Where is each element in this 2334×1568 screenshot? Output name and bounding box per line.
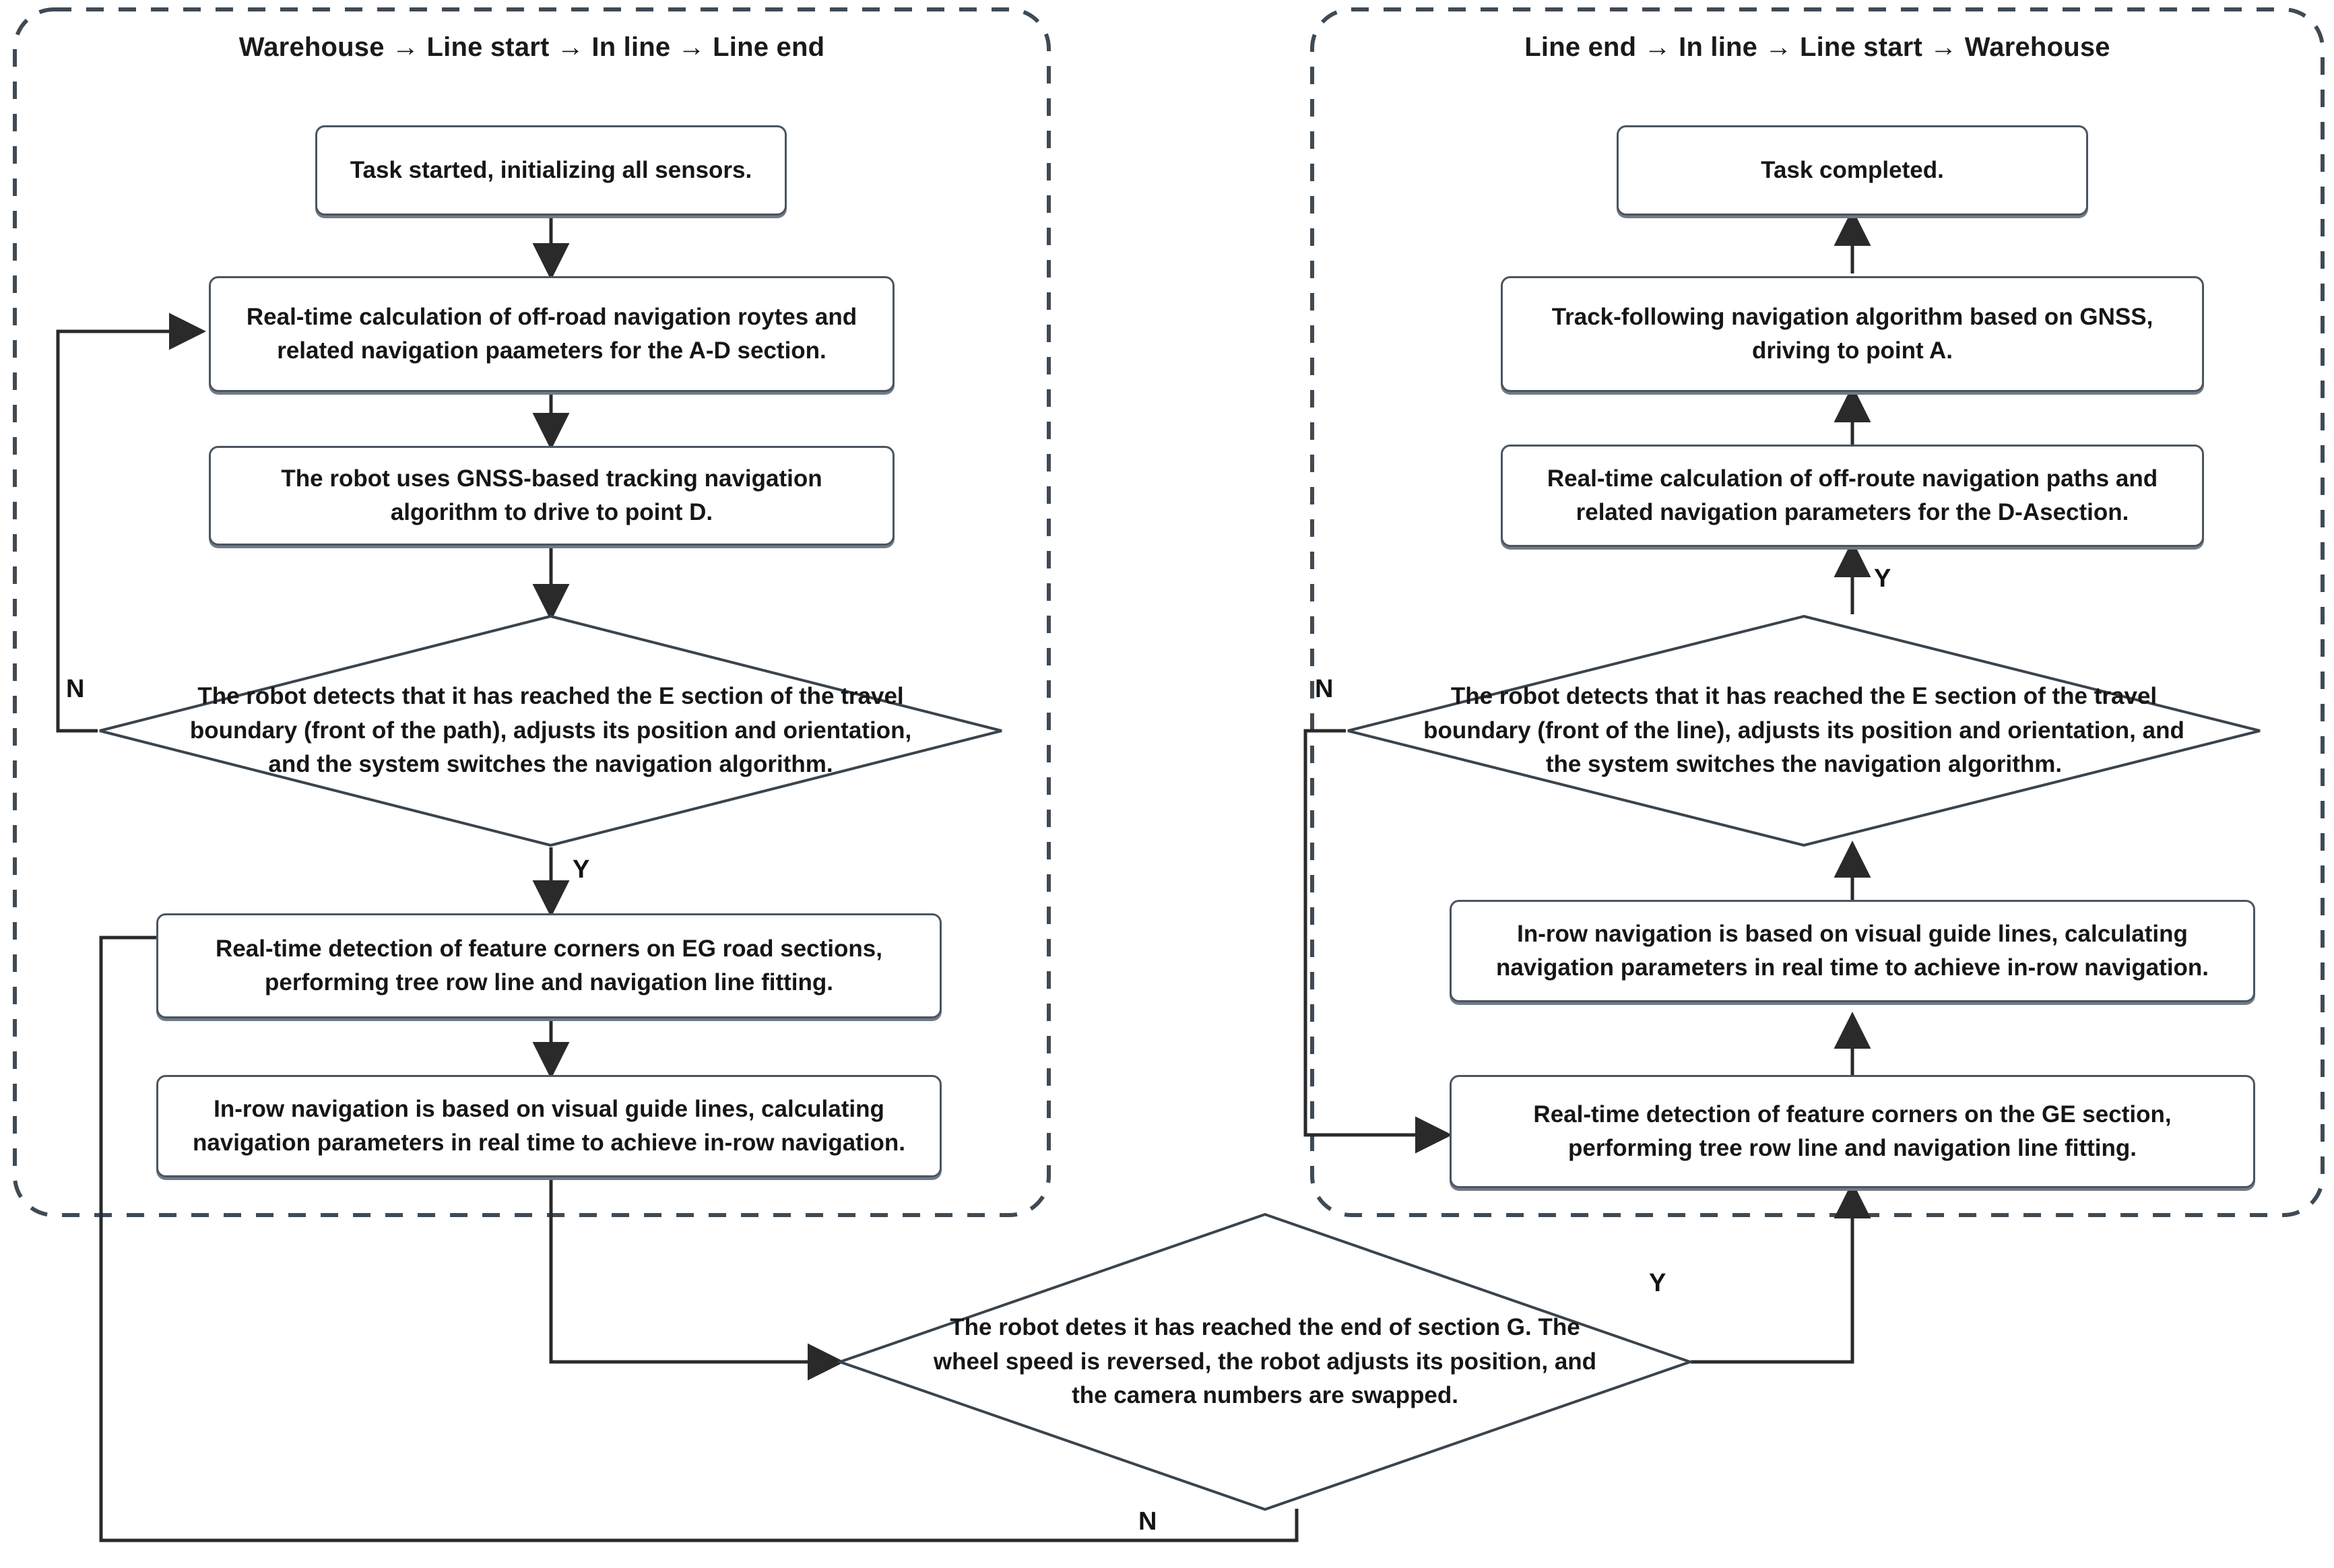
node-left-gnss-drive-d[interactable]: The robot uses GNSS-based tracking navig… [209,446,895,546]
decision-left-e-section-line4: switches the navigation algorithm. [446,751,833,778]
decision-left-e-section[interactable]: The robot detects that it has reached th… [98,614,1004,847]
edge-label-left-decision-yes: Y [573,855,590,884]
node-left-in-row-navigation-line1: In-row navigation is based on visual gui… [214,1096,884,1123]
node-left-in-row-navigation-line2: navigation parameters in real time to ac… [192,1130,906,1156]
edge-label-left-decision-no: N [66,675,85,703]
node-task-completed[interactable]: Task completed. [1617,125,2088,216]
node-left-calc-ad-section-line2: related navigation paameters for the A-D… [277,337,826,364]
node-right-track-following-gnss-line1: Track-following navigation algorithm bas… [1551,304,2153,331]
node-right-in-row-navigation-line1: In-row navigation is based on visual gui… [1517,921,2188,948]
right-panel-title: Line end → In line → Line start → Wareho… [1524,32,2110,62]
edge-label-right-decision-yes: Y [1874,564,1891,593]
node-task-started-text: Task started, initializing all sensors. [350,157,752,184]
node-right-track-following-gnss[interactable]: Track-following navigation algorithm bas… [1501,276,2204,392]
decision-left-e-section-shape [98,614,1004,847]
node-left-detect-eg-corners-line2: performing tree row line and navigation … [265,969,833,995]
node-right-in-row-navigation-line2: navigation parameters in real time to ac… [1495,954,2209,981]
node-right-detect-ge-corners-line2: performing tree row line and navigation … [1568,1135,2137,1161]
edge-label-bottom-no: N [1138,1507,1157,1536]
node-task-completed-text: Task completed. [1761,157,1944,184]
decision-left-e-section-line1: The robot detects that it has reached th… [197,682,653,709]
node-right-track-following-gnss-line2: driving to point A. [1751,337,1953,364]
node-left-detect-eg-corners[interactable]: Real-time detection of feature corners o… [156,913,942,1018]
node-right-calc-da-section[interactable]: Real-time calculation of off-route navig… [1501,445,2204,547]
node-right-detect-ge-corners-line1: Real-time detection of feature corners o… [1533,1101,2172,1128]
node-left-calc-ad-section-line1: Real-time calculation of off-road naviga… [246,304,857,331]
edge-label-bottom-yes: Y [1649,1269,1666,1297]
edge-bottom-yes [1691,1181,1871,1364]
node-right-calc-da-section-line2: related navigation parameters for the D-… [1576,499,2129,525]
edge-label-right-decision-no: N [1315,675,1334,703]
decision-right-e-section[interactable]: The robot detects that it has reached th… [1346,614,2262,847]
node-task-started[interactable]: Task started, initializing all sensors. [315,125,787,216]
node-right-calc-da-section-line1: Real-time calculation of off-route navig… [1547,465,2158,492]
decision-right-e-section-shape [1346,614,2262,847]
left-panel-title: Warehouse → Line start → In line → Line … [238,32,825,62]
decision-bottom-section-g-shape [838,1212,1692,1511]
decision-bottom-section-g-line1: The robot detes it has reached the end o… [950,1313,1532,1340]
node-right-detect-ge-corners[interactable]: Real-time detection of feature corners o… [1450,1075,2255,1188]
node-left-detect-eg-corners-line1: Real-time detection of feature corners o… [216,936,882,962]
decision-bottom-section-g[interactable]: The robot detes it has reached the end o… [838,1212,1692,1511]
node-right-in-row-navigation[interactable]: In-row navigation is based on visual gui… [1450,900,2255,1002]
decision-right-e-section-line1: The robot detects that it has reached [1450,682,1864,709]
edge-L6-bottom [549,1177,845,1381]
decision-right-e-section-line4: switches the navigation algorithm. [1675,751,2063,778]
node-left-calc-ad-section[interactable]: Real-time calculation of off-road naviga… [209,276,895,392]
node-left-gnss-drive-d-line2: algorithm to drive to point D. [390,499,713,525]
node-left-gnss-drive-d-line1: The robot uses GNSS-based tracking navig… [281,465,822,492]
node-left-in-row-navigation[interactable]: In-row navigation is based on visual gui… [156,1075,942,1177]
